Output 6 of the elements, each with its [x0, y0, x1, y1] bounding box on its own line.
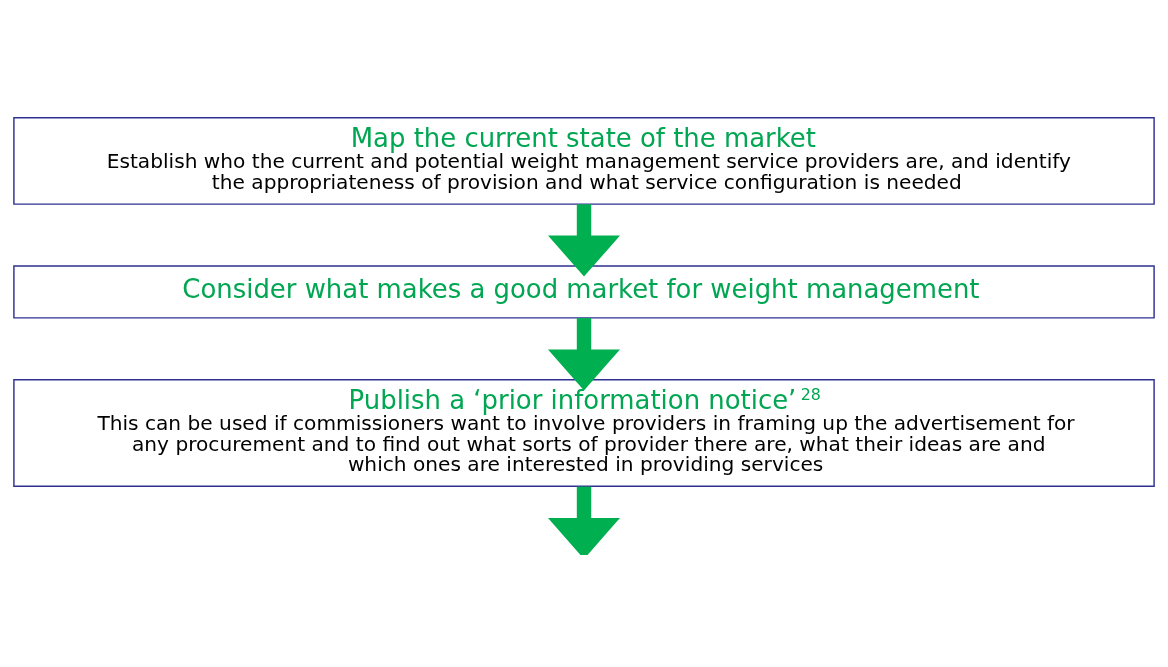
node-box: Consider what makes a good market for weight management [13, 265, 1155, 319]
arrow [548, 486, 620, 555]
arrow [548, 204, 620, 277]
arrow [548, 318, 620, 391]
node-box: Map the current state of the market Establish who the current and potential weight management service providers are, and identify the appropriateness of provision and what service configuration is needed [13, 117, 1155, 205]
node-box: Publish a ‘prior information notice’$^{28}$ This can be used if commissioners want to involve providers in framing up the advertisement for any procurement and to find out what sorts of provider there are, what their ideas are and which ones are interested in providing services [13, 379, 1155, 488]
